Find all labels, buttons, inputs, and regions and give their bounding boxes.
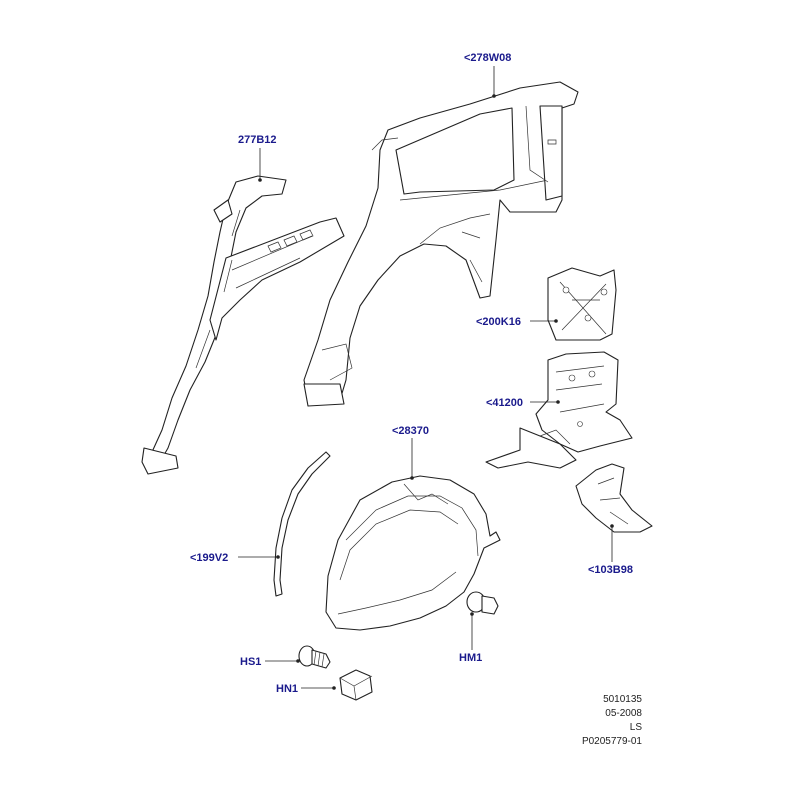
callout-41200[interactable]: <41200	[486, 397, 524, 409]
part-103B98-bracket	[575, 463, 653, 533]
footer-code-1: 5010135	[603, 694, 642, 705]
callout-HS1[interactable]: HS1	[240, 656, 262, 668]
footer-code-3: LS	[629, 722, 642, 733]
part-HM1-clip	[466, 591, 499, 615]
callout-200K16[interactable]: <200K16	[476, 316, 521, 328]
callout-28370[interactable]: <28370	[392, 425, 430, 437]
part-278W08-quarter-inner	[303, 81, 579, 407]
footer-code-4: P0205779-01	[581, 736, 642, 747]
callout-HM1[interactable]: HM1	[459, 652, 483, 664]
part-41200-crossmember	[485, 351, 633, 469]
callout-278W08[interactable]: <278W08	[464, 52, 512, 64]
footer-code-2: 05-2008	[605, 708, 642, 719]
part-HN1-clip	[339, 669, 373, 701]
callout-HN1[interactable]: HN1	[276, 683, 299, 695]
callout-277B12[interactable]: 277B12	[238, 134, 277, 146]
part-277B12-pillar	[141, 175, 345, 475]
leader-lines	[238, 66, 614, 690]
callout-103B98[interactable]: <103B98	[588, 564, 633, 576]
part-28370-wheel-liner	[325, 475, 501, 631]
part-199V2-seal	[273, 451, 331, 597]
part-HS1-screw	[298, 645, 331, 669]
callout-199V2[interactable]: <199V2	[190, 552, 229, 564]
part-200K16-bracket	[547, 267, 617, 341]
